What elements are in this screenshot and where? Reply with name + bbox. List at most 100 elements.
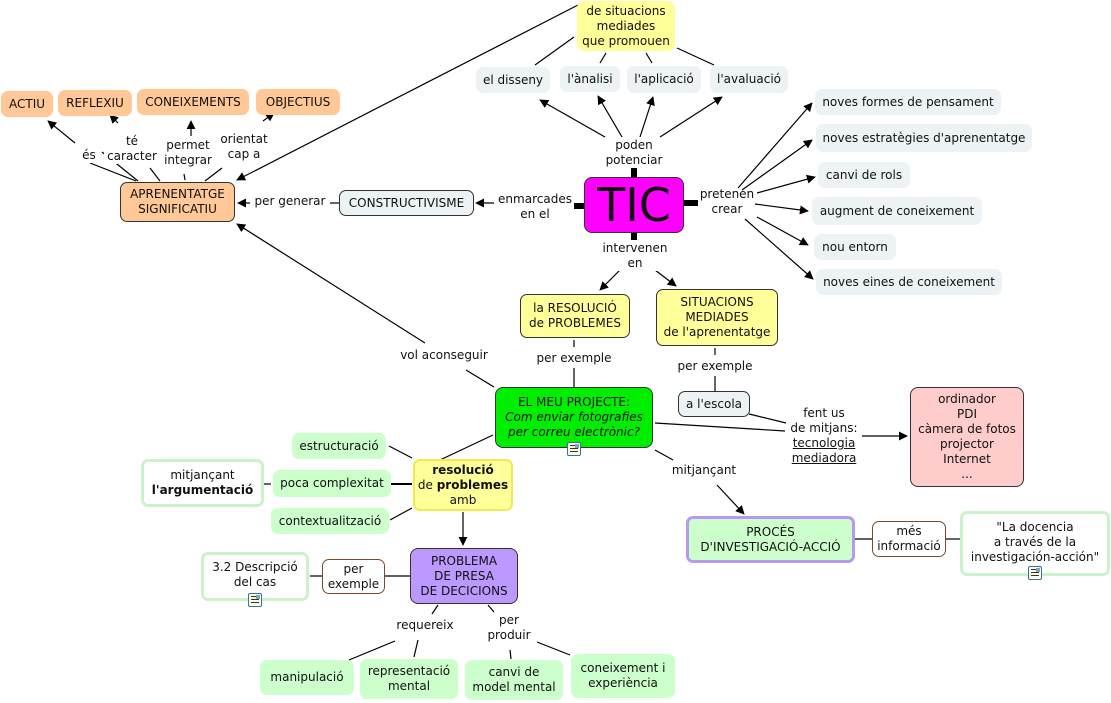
link-label-es: és	[78, 148, 100, 163]
situacions-mediades-node[interactable]: SITUACIONS MEDIADES de l'aprenentatge	[656, 289, 778, 346]
node-text: nou entorn	[822, 239, 888, 254]
lanalisi-node[interactable]: l'ànalisi	[560, 66, 620, 92]
a-lescola-node[interactable]: a l'escola	[678, 391, 750, 417]
node-text: per	[343, 561, 364, 576]
link-line	[388, 445, 413, 459]
representacio-mental-node[interactable]: representació mental	[360, 659, 458, 699]
node-text: APRENENTATGE	[130, 187, 225, 201]
link-line	[89, 162, 137, 182]
nou-entorn-node[interactable]: nou entorn	[814, 234, 896, 260]
link-line	[413, 639, 419, 658]
noves-eines-node[interactable]: noves eines de coneixement	[816, 269, 1002, 295]
el-meu-projecte-node[interactable]: EL MEU PROJECTE: Com enviar fotografies …	[495, 387, 653, 448]
node-text: de l'aprenentatge	[663, 325, 771, 339]
link-label-vol-aconseguir: vol aconseguir	[398, 348, 490, 363]
link-line	[509, 649, 512, 660]
node-text: més	[896, 524, 922, 538]
tic-label: TIC	[597, 178, 671, 232]
reflexiu-node[interactable]: REFLEXIU	[58, 90, 132, 116]
noves-formes-node[interactable]: noves formes de pensament	[815, 89, 1001, 115]
coneixement-experiencia-node[interactable]: coneixement i experiència	[571, 654, 675, 698]
link-line	[659, 96, 723, 138]
objectius-node[interactable]: OBJECTIUS	[256, 89, 340, 115]
node-text: l'avaluació	[716, 72, 781, 86]
coneixements-node[interactable]: CONEIXEMENTS	[137, 89, 249, 115]
resolucio-problemes-amb-node[interactable]: resolució de problemes amb	[413, 459, 513, 511]
link-label-mitjancant: mitjançant	[668, 463, 740, 478]
noves-estrategies-node[interactable]: noves estratègies d'aprenentatge	[816, 124, 1032, 152]
node-text: experiència	[588, 676, 658, 690]
node-text: resolució	[432, 462, 494, 477]
document-attachment-icon[interactable]	[567, 442, 581, 456]
poca-complexitat-node[interactable]: poca complexitat	[273, 470, 391, 497]
link-line	[654, 449, 674, 461]
link-line	[236, 223, 426, 344]
actiu-node[interactable]: ACTIU	[1, 91, 53, 117]
node-text: canvi de	[488, 665, 540, 679]
link-line	[487, 604, 495, 613]
link-line	[639, 96, 655, 138]
mitjans-node[interactable]: ordinador PDI càmera de fotos projector …	[910, 387, 1024, 487]
link-line	[149, 167, 161, 182]
node-text: noves formes de pensament	[822, 94, 994, 109]
node-text: PROBLEMA	[430, 553, 498, 568]
mes-informacio-node[interactable]: més informació	[872, 521, 946, 557]
presa-decicions-node[interactable]: PROBLEMA DE PRESA DE DECICIONS	[410, 548, 518, 604]
tic-node[interactable]: TIC	[584, 177, 684, 233]
link-line	[536, 641, 571, 656]
resolucio-problemes-node[interactable]: la RESOLUCIÓ de PROBLEMES	[520, 294, 630, 338]
argumentacio-node[interactable]: mitjançant l'argumentació	[141, 459, 264, 507]
canvi-model-mental-node[interactable]: canvi de model mental	[465, 660, 563, 700]
node-text: de problemes	[417, 477, 509, 492]
node-text: noves eines de coneixement	[823, 274, 995, 289]
link-line	[109, 114, 119, 124]
link-line	[204, 167, 223, 182]
contextualitzacio-node[interactable]: contextualització	[271, 508, 389, 534]
link-line	[597, 95, 623, 138]
link-line	[737, 102, 813, 189]
augment-coneixement-node[interactable]: augment de coneixement	[812, 197, 982, 225]
laplicacio-node[interactable]: l'aplicació	[627, 66, 701, 93]
document-attachment-icon[interactable]	[248, 593, 262, 607]
el-disseny-node[interactable]: el disseny	[476, 67, 550, 93]
node-text: representació	[367, 664, 451, 678]
proces-investigacio-node[interactable]: PROCÉS D'INVESTIGACIÓ-ACCIÓ	[686, 516, 855, 563]
situacions-mediades-top-node[interactable]: de situacions mediades que promouen	[577, 1, 675, 51]
lavaluacio-node[interactable]: l'avaluació	[710, 66, 788, 93]
node-text: manipulació	[270, 670, 344, 684]
manipulacio-node[interactable]: manipulació	[260, 660, 354, 695]
tecnologia-mediadora-link[interactable]: tecnologia	[792, 436, 856, 450]
link-line	[744, 218, 814, 280]
document-attachment-icon[interactable]	[1028, 566, 1042, 580]
link-line	[348, 640, 396, 661]
node-text: la RESOLUCIÓ	[533, 301, 617, 315]
node-text: Internet	[943, 452, 991, 466]
per-exemple-box-node[interactable]: per exemple	[322, 559, 385, 594]
link-label-per-generar: per generar	[252, 194, 328, 209]
node-text: a través de la	[993, 535, 1077, 549]
link-line	[654, 422, 786, 432]
constructivisme-node[interactable]: CONSTRUCTIVISME	[339, 190, 474, 216]
node-text: de PROBLEMES	[529, 316, 621, 330]
node-text: SITUACIONS	[680, 295, 754, 309]
node-text: CONEIXEMENTS	[145, 94, 241, 109]
tecnologia-mediadora-link[interactable]: mediadora	[791, 451, 857, 465]
node-subtitle: per correu electrònic?	[508, 425, 640, 439]
node-text: l'argumentació	[151, 483, 254, 497]
aprenentatge-significatiu-node[interactable]: APRENENTATGE SIGNIFICATIU	[120, 182, 235, 222]
node-text: PDI	[956, 407, 977, 421]
link-line	[654, 269, 677, 287]
estructuracio-node[interactable]: estructuració	[292, 433, 386, 459]
node-text: CONSTRUCTIVISME	[348, 195, 465, 210]
node-text: PROCÉS	[746, 524, 795, 539]
node-subtitle: Com enviar fotografies	[505, 410, 643, 424]
canvi-rols-node[interactable]: canvi de rols	[818, 162, 910, 188]
node-text: càmera de fotos	[918, 422, 1016, 436]
